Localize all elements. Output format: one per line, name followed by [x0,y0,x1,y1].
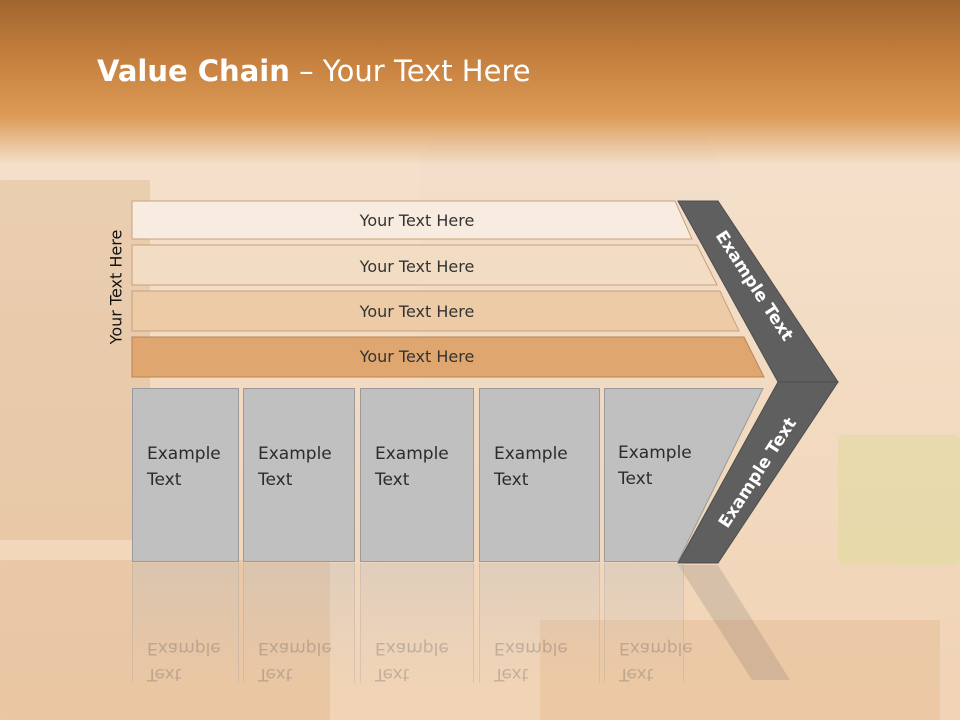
column-5-shape [604,388,764,562]
row-bar-1 [131,200,693,240]
row-bar-3 [131,290,740,332]
row-label-4: Your Text Here [359,346,475,366]
title-bold: Value Chain [97,54,290,88]
row-label-1: Your Text Here [359,210,475,230]
row-label-2: Your Text Here [359,256,475,276]
background-box-left [0,180,150,540]
slide-title: Value Chain – Your Text Here [97,54,531,88]
header-band [0,0,960,165]
row-bar-4 [131,336,765,378]
side-label: Your Text Here [106,229,126,345]
title-rest: – Your Text Here [289,54,531,88]
row-bar-2 [131,244,718,286]
background-chair [838,435,960,565]
chevron-lower [677,381,839,564]
chevron-reflection [678,565,790,680]
background-box-right [540,620,940,720]
background-box-bottom [0,560,330,720]
row-label-3: Your Text Here [359,301,475,321]
